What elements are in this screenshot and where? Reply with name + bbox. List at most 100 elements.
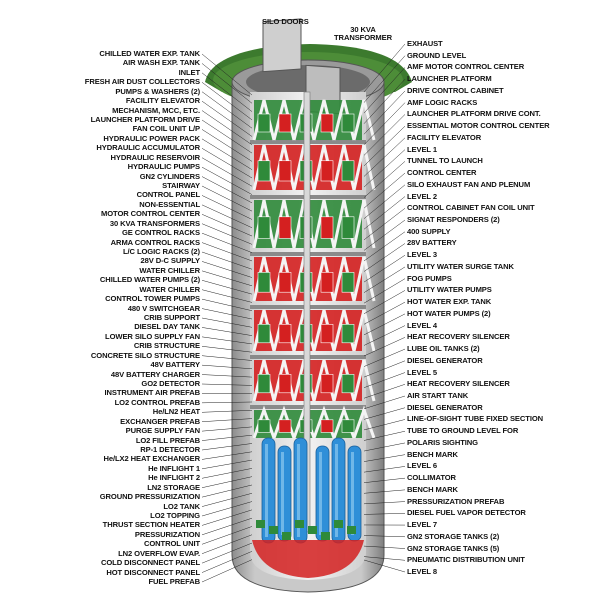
left-leader-line	[201, 493, 253, 507]
left-callout: PUMPS & WASHERS (2)	[115, 86, 200, 96]
right-leader-line	[363, 114, 406, 156]
right-callout: DIESEL GENERATOR	[407, 402, 483, 412]
tank-fitting	[308, 526, 317, 534]
left-callout: PURGE SUPPLY FAN	[125, 426, 200, 436]
right-callout: LEVEL 1	[407, 144, 437, 154]
right-callout: AMF LOGIC RACKS	[407, 97, 478, 107]
left-leader-line	[201, 214, 253, 237]
left-leader-line	[201, 484, 253, 498]
left-leader-line	[201, 551, 253, 573]
equipment-band-7	[252, 405, 376, 439]
left-callout: HYDRAULIC POWER PACK	[103, 133, 200, 143]
right-leader-line	[363, 559, 406, 573]
equipment-band-1	[252, 99, 376, 141]
left-callout: LO2 TOPPING	[150, 511, 200, 520]
left-leader-line	[201, 410, 253, 413]
label-30kva-transformer: 30 KVA TRANSFORMER	[334, 25, 392, 42]
right-callout: LAUNCHER PLATFORM	[407, 74, 492, 84]
left-leader-line	[201, 383, 253, 386]
right-leader-line	[363, 278, 406, 304]
right-leader-line	[363, 325, 406, 346]
left-leader-line	[201, 434, 253, 441]
left-callout: HYDRAULIC ACCUMULATOR	[96, 143, 200, 153]
left-callout: HYDRAULIC RESERVOIR	[110, 152, 200, 162]
right-leader-line	[363, 184, 406, 219]
left-leader-line	[201, 426, 253, 432]
left-leader-line	[201, 336, 253, 345]
left-callout: GE CONTROL RACKS	[122, 228, 200, 238]
label-silo-doors: SILO DOORS	[262, 17, 309, 26]
right-callout: FACILITY ELEVATOR	[407, 132, 482, 142]
right-leader-line	[363, 489, 406, 494]
left-callout: STAIRWAY	[162, 181, 200, 190]
left-callout: 28V D-C SUPPLY	[140, 256, 200, 266]
left-callout: L/C LOGIC RACKS (2)	[123, 247, 200, 256]
left-callout: MECHANISM, MCC, ETC.	[112, 105, 200, 115]
right-callout: 28V BATTERY	[407, 238, 457, 248]
left-leader-line	[201, 232, 253, 253]
right-callout: HOT WATER PUMPS (2)	[407, 308, 491, 318]
right-callout: AIR START TANK	[407, 391, 469, 400]
equipment-band-6	[252, 359, 376, 402]
silo-levels	[201, 43, 406, 583]
right-leader-line	[363, 556, 406, 561]
right-callout: DRIVE CONTROL CABINET	[407, 85, 504, 95]
right-leader-line	[363, 395, 406, 410]
left-callout: 48V BATTERY	[150, 360, 200, 370]
right-leader-line	[363, 196, 406, 230]
equipment-band-5	[252, 309, 376, 352]
left-leader-line	[201, 195, 253, 220]
left-leader-line	[201, 119, 253, 154]
left-leader-line	[201, 185, 253, 212]
left-callout: LO2 FILL PREFAB	[135, 435, 200, 445]
right-callout: POLARIS SIGHTING	[407, 437, 478, 447]
storage-tank-2	[277, 445, 292, 542]
right-callout: AMF MOTOR CONTROL CENTER	[407, 62, 525, 72]
left-leader-line	[201, 100, 253, 137]
left-callout: GN2 CYLINDERS	[139, 171, 200, 181]
left-leader-line	[201, 280, 253, 295]
left-leader-line	[201, 242, 253, 262]
left-leader-line	[201, 63, 253, 104]
left-leader-line	[201, 364, 253, 370]
left-callout: LOWER SILO SUPPLY FAN	[105, 331, 200, 341]
left-leader-line	[201, 138, 253, 170]
storage-tank-4	[315, 445, 330, 542]
right-leader-line	[363, 172, 406, 209]
right-callout: LEVEL 7	[407, 520, 437, 530]
right-leader-line	[363, 301, 406, 325]
left-leader-line	[201, 401, 253, 404]
right-callout: DIESEL GENERATOR	[407, 355, 483, 365]
right-leader-line	[363, 313, 406, 336]
left-callout: CONTROL UNIT	[143, 539, 200, 549]
right-leader-line	[363, 407, 406, 420]
right-leader-line	[363, 545, 406, 549]
left-leader-line	[201, 261, 253, 278]
left-callout: HOT DISCONNECT PANEL	[106, 567, 200, 577]
right-callout: 400 SUPPLY	[407, 226, 451, 236]
right-leader-line	[363, 501, 406, 505]
left-callout: INLET	[178, 67, 201, 77]
right-callout: PRESSURIZATION PREFAB	[407, 496, 505, 506]
equipment-band-2	[252, 144, 376, 191]
left-callout: FRESH AIR DUST COLLECTORS	[84, 77, 200, 87]
right-callout: BENCH MARK	[407, 484, 458, 494]
left-callout: LN2 STORAGE	[147, 482, 200, 492]
left-callout: LAUNCHER PLATFORM DRIVE	[90, 115, 200, 124]
left-callout: CONTROL TOWER PUMPS	[105, 294, 200, 304]
left-leader-line	[201, 526, 253, 545]
right-leader-line	[363, 231, 406, 262]
tank-fitting	[269, 526, 278, 534]
right-callout: BENCH MARK	[407, 449, 458, 459]
right-leader-line	[363, 360, 406, 378]
left-callout: CRIB STRUCTURE	[133, 341, 200, 351]
right-leader-line	[363, 477, 406, 483]
left-callout: RP-1 DETECTOR	[140, 445, 200, 454]
left-leader-line	[201, 459, 253, 470]
right-callout: ESSENTIAL MOTOR CONTROL CENTER	[407, 121, 550, 131]
left-leader-line	[201, 129, 253, 162]
left-leader-line	[201, 517, 253, 536]
right-leader-line	[363, 513, 406, 515]
left-leader-line	[201, 327, 253, 336]
left-callout: He INFLIGHT 2	[148, 473, 200, 483]
